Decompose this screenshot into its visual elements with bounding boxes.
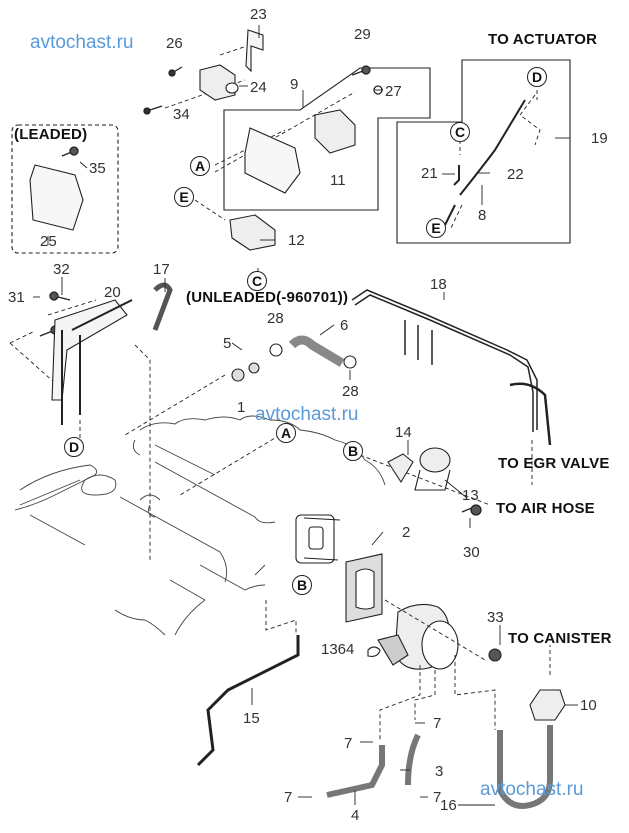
callout-d: D bbox=[527, 67, 547, 87]
part-label: 27 bbox=[385, 83, 402, 100]
part-label: 18 bbox=[430, 276, 447, 293]
gasket-14 bbox=[387, 453, 414, 484]
leader-dashed-lines bbox=[9, 44, 551, 740]
part-label: 16 bbox=[440, 797, 457, 814]
part-label: 32 bbox=[53, 261, 70, 278]
part-label: 7 bbox=[433, 715, 442, 732]
nut-33 bbox=[488, 648, 502, 662]
part-label: 15 bbox=[243, 710, 260, 727]
note-to-actuator: TO ACTUATOR bbox=[488, 31, 598, 48]
label-leaders bbox=[33, 25, 578, 806]
part-label: 9 bbox=[290, 76, 299, 93]
solenoid-11 bbox=[314, 109, 356, 154]
part-label: 17 bbox=[153, 261, 170, 278]
note-leaded: (LEADED) bbox=[14, 126, 88, 143]
part-label: 28 bbox=[267, 310, 284, 327]
part-label: 19 bbox=[591, 130, 608, 147]
part-label: 22 bbox=[507, 166, 524, 183]
valve-12 bbox=[229, 214, 276, 251]
hose-17 bbox=[152, 282, 173, 331]
solenoid-24 bbox=[199, 64, 239, 101]
part-label: 24 bbox=[250, 79, 267, 96]
egr-modulator-13 bbox=[414, 447, 451, 491]
part-label: 7 bbox=[433, 789, 442, 806]
part-label: 26 bbox=[166, 35, 183, 52]
callout-b: B bbox=[343, 441, 363, 461]
callout-e: E bbox=[174, 187, 194, 207]
part-label: 6 bbox=[340, 317, 349, 334]
part-label: 7 bbox=[284, 789, 293, 806]
part-label: 21 bbox=[421, 165, 438, 182]
hose-4 bbox=[326, 745, 385, 798]
bracket-23 bbox=[245, 29, 264, 73]
callout-c: C bbox=[247, 271, 267, 291]
note-to-egr-valve: TO EGR VALVE bbox=[498, 455, 610, 472]
part-label: 7 bbox=[344, 735, 353, 752]
part-label: 1 bbox=[237, 399, 246, 416]
callout-a: A bbox=[190, 156, 210, 176]
callout-c: C bbox=[450, 122, 470, 142]
part-label: 28 bbox=[342, 383, 359, 400]
part-label: 13 bbox=[462, 487, 479, 504]
pipe-15 bbox=[196, 635, 300, 767]
part-label: 1364 bbox=[321, 641, 355, 658]
hose-3 bbox=[405, 733, 421, 786]
bracket-20 bbox=[51, 299, 133, 425]
part-1 bbox=[231, 368, 245, 382]
note-to-canister: TO CANISTER bbox=[508, 630, 612, 647]
gasket-part-2 bbox=[345, 553, 383, 623]
part-5 bbox=[248, 362, 260, 374]
part-label: 8 bbox=[478, 207, 487, 224]
note-to-air-hose: TO AIR HOSE bbox=[496, 500, 595, 517]
callout-a: A bbox=[276, 423, 296, 443]
watermark: avtochast.ru bbox=[480, 779, 584, 800]
callout-d: D bbox=[64, 437, 84, 457]
bracket-25 bbox=[29, 164, 84, 231]
hose-6 bbox=[288, 335, 345, 367]
part-label: 12 bbox=[288, 232, 305, 249]
part-label: 35 bbox=[89, 160, 106, 177]
part-label: 4 bbox=[351, 807, 360, 824]
watermark: avtochast.ru bbox=[255, 404, 359, 425]
part-label: 5 bbox=[223, 335, 232, 352]
part-label: 30 bbox=[463, 544, 480, 561]
leaded-box bbox=[11, 124, 119, 254]
hoses-19 bbox=[444, 99, 526, 226]
hose-16 bbox=[497, 725, 553, 809]
part-label: 2 bbox=[402, 524, 411, 541]
part-label: 33 bbox=[487, 609, 504, 626]
note-unleaded: (UNLEADED(-960701)) bbox=[186, 289, 349, 306]
clamp-28a bbox=[269, 343, 283, 357]
part-label: 11 bbox=[330, 172, 346, 189]
clamp-28b bbox=[343, 355, 357, 369]
intake-flange bbox=[295, 514, 341, 564]
part-label: 23 bbox=[250, 6, 267, 23]
bracket-plate-9 bbox=[244, 127, 301, 194]
part-label: 14 bbox=[395, 424, 412, 441]
part-label: 29 bbox=[354, 26, 371, 43]
throttle-body bbox=[367, 603, 459, 670]
part-label: 31 bbox=[8, 289, 25, 306]
watermark: avtochast.ru bbox=[30, 32, 134, 53]
part-label: 20 bbox=[104, 284, 121, 301]
part-label: 3 bbox=[435, 763, 444, 780]
part-label: 10 bbox=[580, 697, 597, 714]
part-label: 34 bbox=[173, 106, 190, 123]
callout-b: B bbox=[292, 575, 312, 595]
box-part-9 bbox=[223, 67, 431, 211]
part-label: 25 bbox=[40, 233, 57, 250]
check-valve-10 bbox=[529, 689, 566, 721]
callout-e: E bbox=[426, 218, 446, 238]
pipe-assembly-18 bbox=[351, 289, 552, 446]
